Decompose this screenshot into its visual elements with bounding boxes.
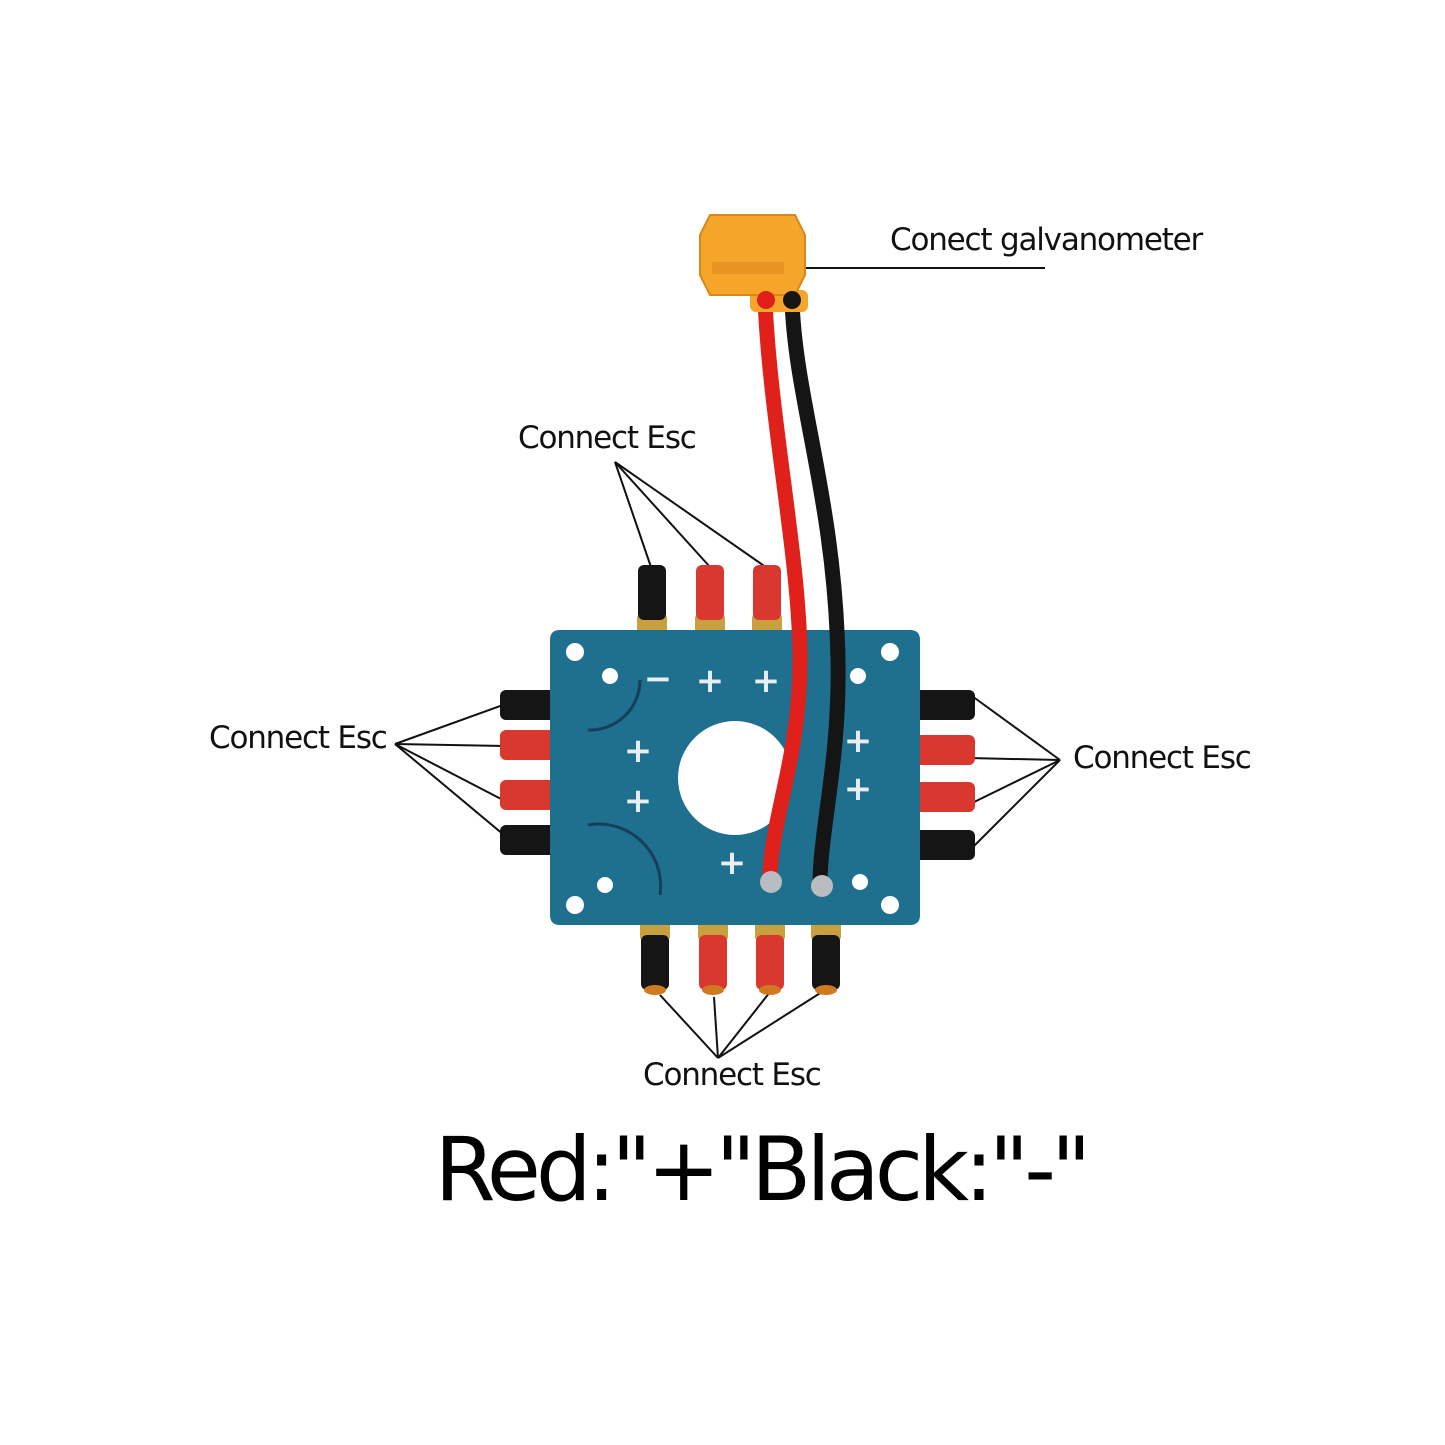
polarity-mark: + — [718, 843, 747, 883]
leader-right-4 — [967, 759, 1061, 853]
leader-right-3 — [967, 759, 1061, 806]
leader-left-2 — [394, 743, 506, 747]
label-esc-top: Connect Esc — [518, 420, 697, 456]
polarity-marks: −+++++++ — [624, 659, 873, 883]
label-esc-left: Connect Esc — [209, 720, 388, 756]
leader-left-4 — [394, 743, 511, 841]
label-esc-right: Connect Esc — [1073, 740, 1252, 776]
polarity-mark: + — [624, 781, 653, 821]
battery-lead — [699, 214, 846, 897]
leader-right-2 — [967, 757, 1061, 761]
red-wire — [757, 292, 808, 888]
label-galvanometer: Conect galvanometer — [890, 222, 1203, 258]
xt60-connector — [699, 214, 806, 296]
label-esc-bottom: Connect Esc — [643, 1057, 822, 1093]
leader-left-3 — [394, 743, 504, 801]
center-hole — [678, 721, 792, 835]
leader-bottom-4 — [717, 989, 826, 1059]
leader-right-1 — [971, 695, 1061, 761]
leader-bottom-2 — [713, 996, 719, 1059]
mount-holes — [566, 643, 899, 914]
polarity-mark: + — [696, 661, 725, 701]
polarity-mark: + — [844, 721, 873, 761]
polarity-mark: + — [752, 661, 781, 701]
black-wire — [784, 292, 846, 893]
leader-top-2 — [614, 461, 711, 568]
polarity-mark: + — [624, 731, 653, 771]
polarity-mark: + — [844, 769, 873, 809]
pcb-board: −+++++++ — [550, 630, 920, 925]
leader-lines — [394, 267, 1061, 1059]
polarity-legend: Red:"+"Black:"-" — [434, 1118, 1092, 1221]
leader-bottom-3 — [717, 991, 771, 1059]
leader-top-3 — [614, 461, 771, 571]
leader-bottom-1 — [659, 994, 719, 1059]
solder-joint — [811, 875, 833, 897]
solder-joint — [760, 871, 782, 893]
leader-top-1 — [614, 461, 653, 571]
polarity-mark: − — [644, 659, 673, 699]
